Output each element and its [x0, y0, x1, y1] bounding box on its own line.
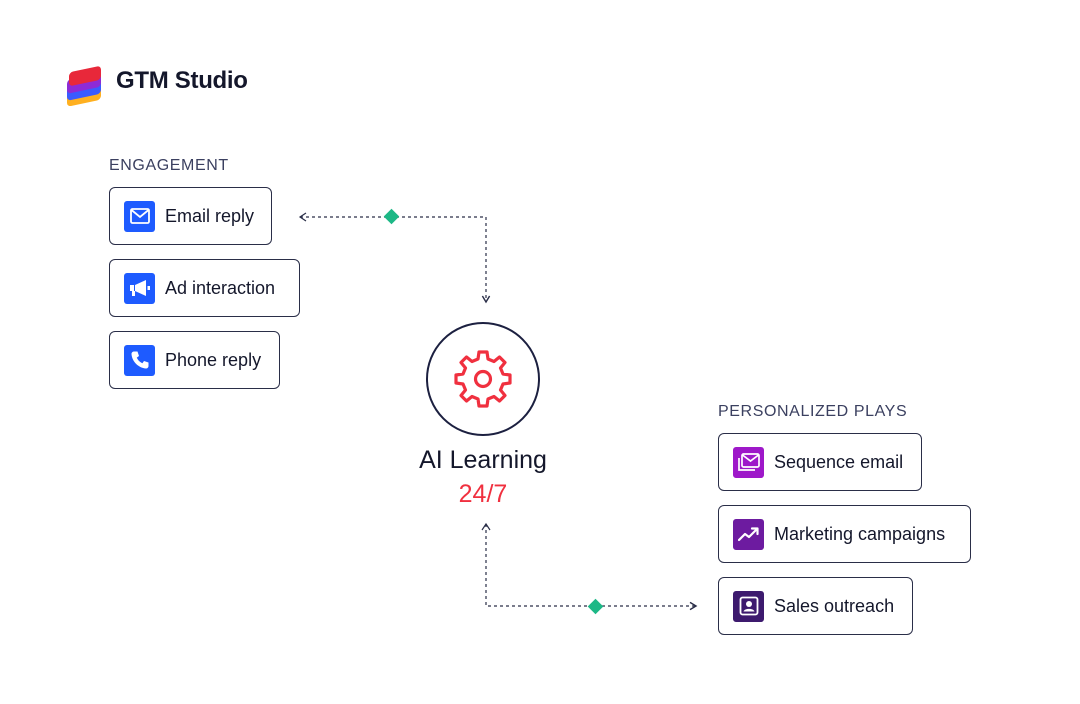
engagement-card-ad-interaction: Ad interaction [109, 259, 300, 317]
plays-heading: PERSONALIZED PLAYS [718, 403, 908, 420]
connector-engagement-arrow-left [298, 212, 307, 222]
plays-card-sales-outreach: Sales outreach [718, 577, 913, 635]
trend-up-icon [733, 518, 764, 550]
engagement-label: Ad interaction [165, 277, 276, 298]
engagement-card-email-reply: Email reply [109, 187, 272, 245]
contact-card-icon [733, 590, 764, 622]
connector-node-top [383, 208, 400, 225]
sequence-email-icon [733, 446, 764, 478]
hub-subtitle: 24/7 [458, 480, 508, 508]
stacked-layers-logo-icon [67, 66, 101, 106]
gear-icon [454, 350, 512, 408]
connector-node-bottom [587, 598, 604, 615]
connector-hub-arrow-up [481, 522, 491, 531]
plays-card-sequence-email: Sequence email [718, 433, 922, 491]
engagement-label: Email reply [165, 205, 255, 226]
connector-hub-to-plays [485, 524, 698, 611]
hub-title: AI Learning [419, 446, 547, 474]
envelope-icon [124, 200, 155, 232]
brand-logo: GTM Studio [60, 56, 248, 106]
engagement-card-phone-reply: Phone reply [109, 331, 280, 389]
megaphone-icon [124, 272, 155, 304]
plays-label: Marketing campaigns [774, 523, 946, 544]
plays-label: Sequence email [774, 451, 904, 472]
plays-card-marketing-campaigns: Marketing campaigns [718, 505, 971, 563]
phone-icon [124, 344, 155, 376]
plays-label: Sales outreach [774, 595, 895, 616]
engagement-heading: ENGAGEMENT [109, 157, 229, 174]
ai-learning-hub [426, 322, 540, 436]
brand-name: GTM Studio [116, 67, 248, 94]
engagement-label: Phone reply [165, 349, 262, 370]
connector-engagement-to-hub [300, 216, 491, 304]
